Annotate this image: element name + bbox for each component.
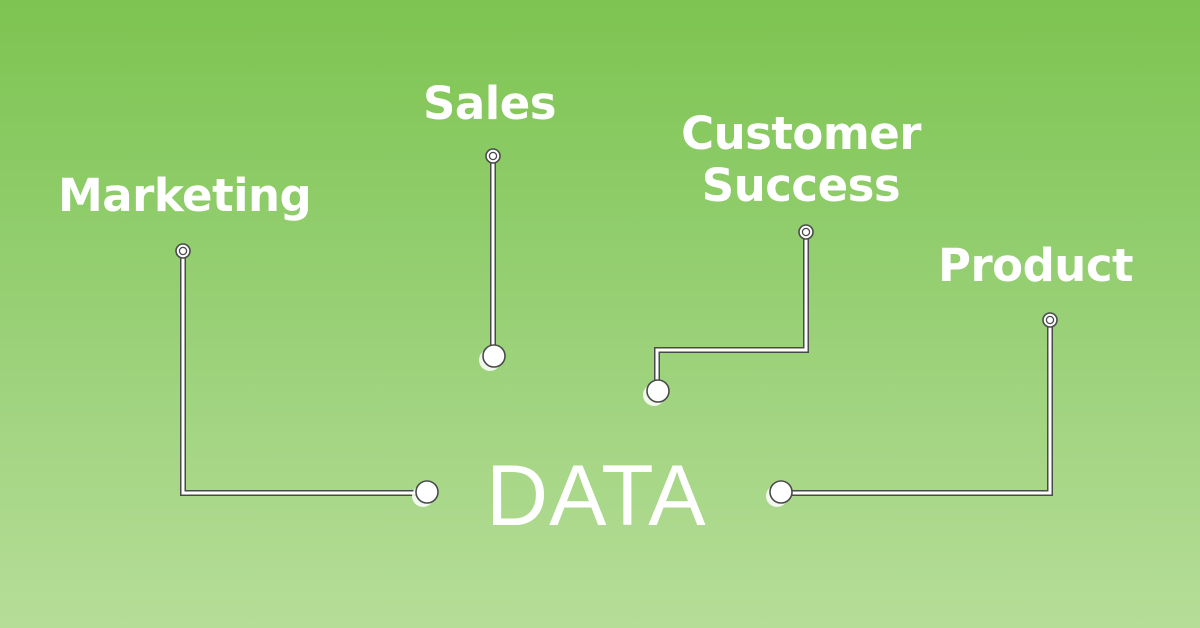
- marketing-end-node: [415, 480, 439, 504]
- customer-success-top-node: [798, 224, 814, 240]
- customer-success-connector: [643, 224, 814, 406]
- customer-success-label-line1: Customer: [681, 107, 921, 160]
- marketing-connector: [175, 243, 439, 507]
- customer-success-end-node: [646, 379, 670, 403]
- sales-label: Sales: [423, 77, 557, 130]
- sales-top-node: [485, 148, 501, 164]
- sales-connector: [479, 148, 506, 371]
- sales-end-node: [482, 344, 506, 368]
- product-top-node: [1042, 312, 1058, 328]
- product-end-node: [769, 480, 793, 504]
- data-center-label: DATA: [486, 448, 707, 544]
- marketing-label: Marketing: [58, 169, 312, 222]
- customer-success-label-line2: Success: [701, 159, 901, 212]
- product-label: Product: [938, 239, 1134, 292]
- customer-success-label: Customer Success: [679, 108, 923, 212]
- marketing-top-node: [175, 243, 191, 259]
- product-connector: [766, 312, 1058, 507]
